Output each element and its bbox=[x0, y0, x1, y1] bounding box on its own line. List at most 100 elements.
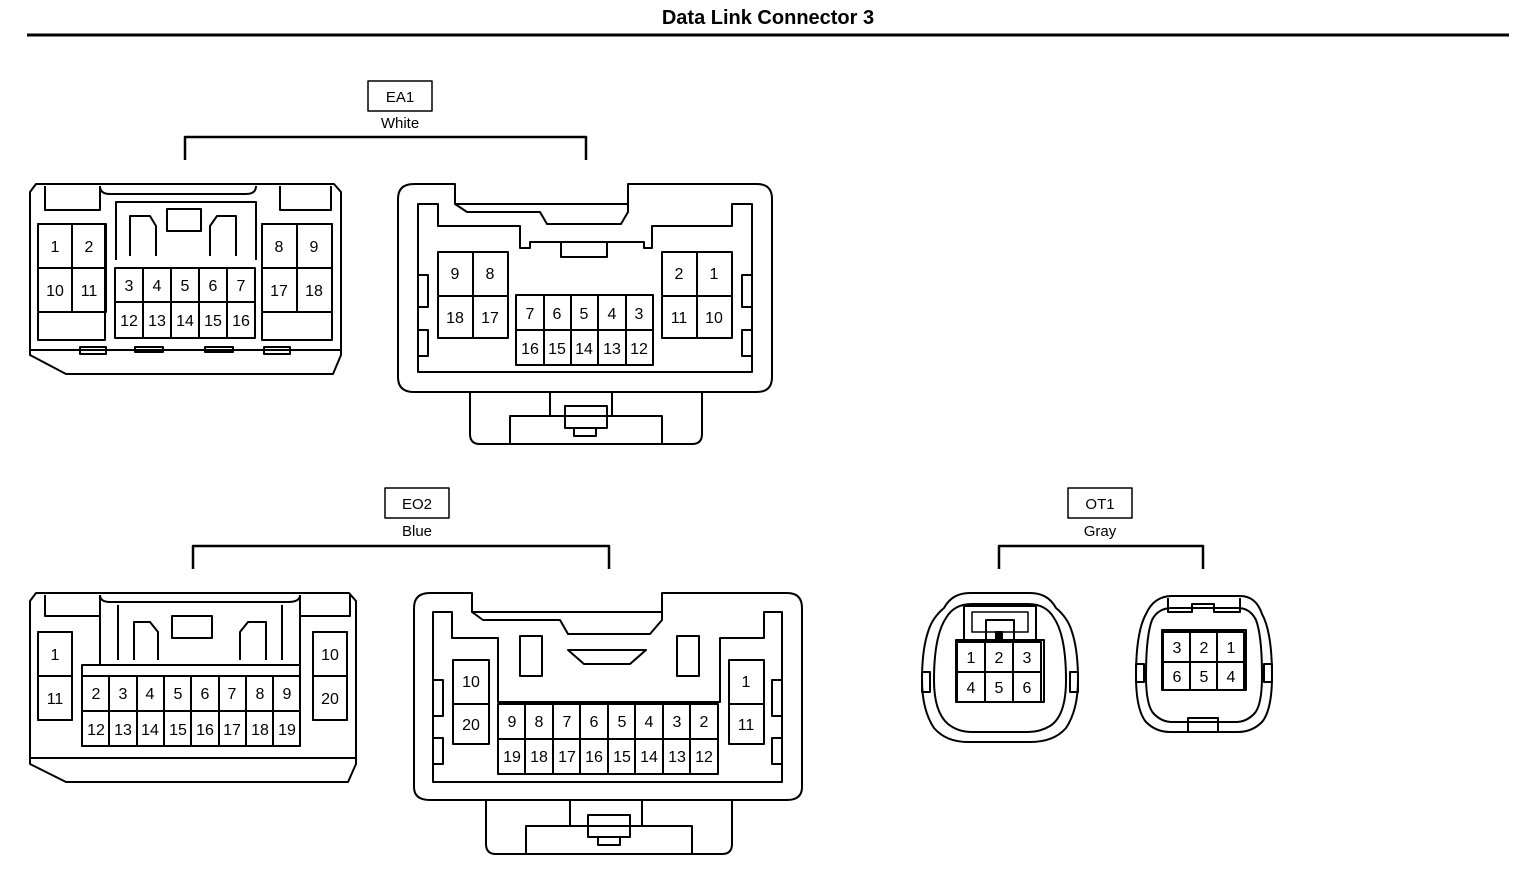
pin-label: 14 bbox=[141, 722, 159, 739]
connector-color: White bbox=[381, 115, 419, 132]
pin-grid bbox=[437, 251, 509, 339]
pin-label: 1 bbox=[51, 647, 60, 664]
pin-label: 3 bbox=[1173, 640, 1182, 657]
connector-code: OT1 bbox=[1085, 496, 1114, 513]
pin-label: 5 bbox=[580, 306, 589, 323]
pin-label: 1 bbox=[710, 266, 719, 283]
pin-label: 14 bbox=[575, 341, 593, 358]
pin-label: 6 bbox=[1173, 669, 1182, 686]
pin-label: 6 bbox=[553, 306, 562, 323]
pin-label: 17 bbox=[223, 722, 241, 739]
pin-label: 1 bbox=[1227, 640, 1236, 657]
connector-ot1: OT1 Gray 1 2 3 4 5 6 bbox=[921, 487, 1273, 743]
connector-code: EA1 bbox=[386, 89, 414, 106]
eo2-right-face bbox=[413, 592, 803, 855]
pin-label: 1 bbox=[51, 239, 60, 256]
pin-label: 17 bbox=[270, 283, 288, 300]
pin-label: 16 bbox=[585, 749, 603, 766]
pin-grid bbox=[728, 659, 765, 745]
connector-color: Gray bbox=[1084, 523, 1117, 540]
pin-label: 6 bbox=[201, 686, 210, 703]
pin-label: 7 bbox=[228, 686, 237, 703]
pin-label: 17 bbox=[481, 310, 499, 327]
pin-label: 20 bbox=[321, 691, 339, 708]
pin-grid bbox=[497, 703, 719, 775]
pin-label: 4 bbox=[645, 714, 654, 731]
pin-label: 2 bbox=[1200, 640, 1209, 657]
ea1-right-face bbox=[397, 183, 773, 445]
pin-label: 2 bbox=[995, 650, 1004, 667]
pin-label: 9 bbox=[283, 686, 292, 703]
ea1-left-pins: 1 2 10 11 3 4 5 6 7 12 13 14 15 16 8 9 bbox=[37, 223, 333, 339]
pin-grid bbox=[1162, 631, 1245, 691]
pin-label: 3 bbox=[119, 686, 128, 703]
pin-label: 18 bbox=[530, 749, 548, 766]
pin-label: 8 bbox=[275, 239, 284, 256]
pin-label: 6 bbox=[1023, 680, 1032, 697]
pin-grid bbox=[515, 294, 654, 366]
pin-label: 7 bbox=[237, 278, 246, 295]
pin-grid bbox=[114, 267, 256, 339]
pin-label: 14 bbox=[640, 749, 658, 766]
pin-label: 4 bbox=[146, 686, 155, 703]
pin-label: 11 bbox=[47, 691, 64, 708]
eo2-right-pins: 10 20 9 8 7 6 5 4 3 2 19 18 17 16 15 14 … bbox=[452, 659, 765, 775]
pin-label: 2 bbox=[675, 266, 684, 283]
pin-label: 3 bbox=[125, 278, 134, 295]
pin-label: 17 bbox=[558, 749, 576, 766]
pin-label: 5 bbox=[618, 714, 627, 731]
pin-label: 4 bbox=[967, 680, 976, 697]
pin-label: 7 bbox=[526, 306, 535, 323]
pin-label: 13 bbox=[148, 313, 166, 330]
pin-label: 3 bbox=[673, 714, 682, 731]
pin-label: 5 bbox=[995, 680, 1004, 697]
pin-label: 3 bbox=[635, 306, 644, 323]
pin-grid bbox=[37, 223, 107, 313]
pin-grid bbox=[261, 223, 333, 313]
pin-label: 3 bbox=[1023, 650, 1032, 667]
pin-label: 20 bbox=[462, 717, 480, 734]
pin-label: 18 bbox=[305, 283, 323, 300]
pin-label: 11 bbox=[81, 283, 98, 300]
pin-label: 9 bbox=[310, 239, 319, 256]
pin-label: 14 bbox=[176, 313, 194, 330]
connector-color: Blue bbox=[402, 523, 432, 540]
ea1-right-pins: 9 8 18 17 7 6 5 4 3 16 15 14 13 12 2 1 bbox=[437, 251, 733, 366]
pin-label: 12 bbox=[630, 341, 648, 358]
pin-label: 7 bbox=[563, 714, 572, 731]
pin-label: 2 bbox=[92, 686, 101, 703]
pin-label: 8 bbox=[486, 266, 495, 283]
pin-label: 4 bbox=[153, 278, 162, 295]
pin-label: 10 bbox=[321, 647, 339, 664]
pin-label: 13 bbox=[603, 341, 621, 358]
pin-label: 4 bbox=[1227, 669, 1236, 686]
pair-bracket bbox=[997, 544, 1205, 569]
connector-code: EO2 bbox=[402, 496, 432, 513]
pin-label: 9 bbox=[508, 714, 517, 731]
pin-label: 13 bbox=[668, 749, 686, 766]
pin-label: 15 bbox=[204, 313, 222, 330]
pin-label: 16 bbox=[232, 313, 250, 330]
pin-label: 9 bbox=[451, 266, 460, 283]
pin-label: 4 bbox=[608, 306, 617, 323]
pin-label: 18 bbox=[446, 310, 464, 327]
pin-label: 10 bbox=[462, 674, 480, 691]
pin-label: 5 bbox=[174, 686, 183, 703]
pin-label: 5 bbox=[181, 278, 190, 295]
pin-label: 10 bbox=[705, 310, 723, 327]
connector-code-box bbox=[384, 487, 450, 519]
pair-bracket bbox=[183, 135, 588, 160]
pin-label: 15 bbox=[613, 749, 631, 766]
ot1-right-face bbox=[1135, 595, 1273, 733]
pin-grid bbox=[312, 631, 348, 721]
pin-label: 15 bbox=[548, 341, 566, 358]
connector-code-box bbox=[367, 80, 433, 112]
connector-ea1: EA1 White 1 2 bbox=[29, 80, 773, 445]
pin-grid bbox=[81, 675, 301, 747]
pin-label: 1 bbox=[967, 650, 976, 667]
pair-bracket bbox=[191, 544, 611, 569]
pin-grid bbox=[956, 641, 1042, 703]
eo2-left-face bbox=[29, 592, 357, 783]
eo2-left-pins: 1 11 2 3 4 5 6 7 8 9 12 13 14 15 16 17 1… bbox=[37, 631, 348, 747]
ot1-left-face bbox=[921, 592, 1079, 743]
